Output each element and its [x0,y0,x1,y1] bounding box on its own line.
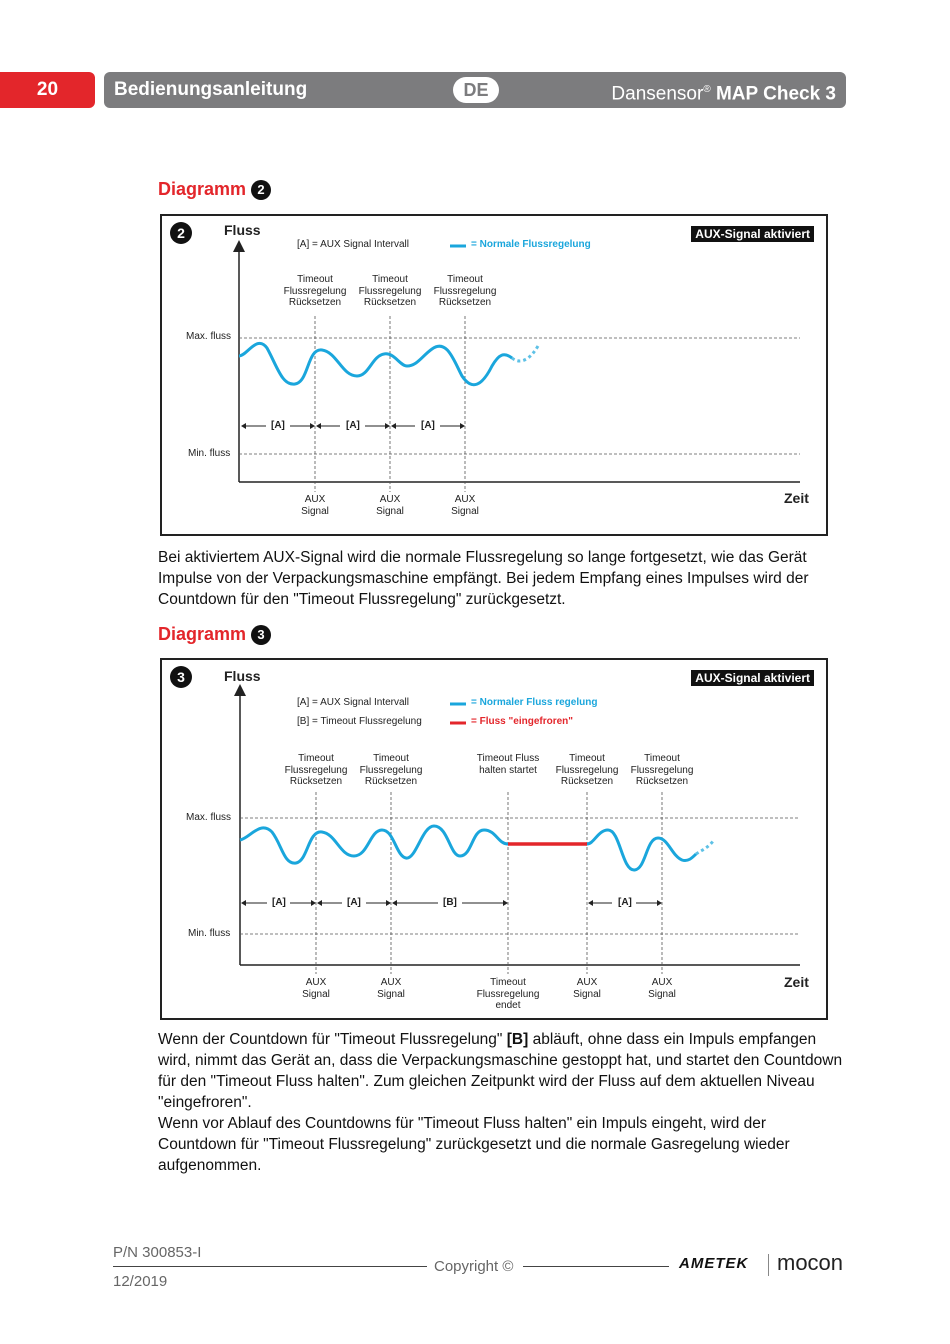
header-bar: Bedienungsanleitung DE Dansensor® MAP Ch… [104,72,846,108]
x-axis-label: Zeit [784,974,809,990]
bottom-label: AUX Signal [573,977,601,1000]
legend-blue: = Normaler Fluss regelung [471,697,598,708]
max-label: Max. fluss [186,812,232,823]
legend-a: [A] = AUX Signal Intervall [297,697,410,708]
flow-curve-continuation [695,839,716,856]
flow-curve [586,828,698,872]
interval-label: [A] [347,897,361,908]
revision-date: 12/2019 [113,1273,168,1290]
top-label: Timeout Flussregelung Rücksetzen [359,753,423,787]
product-brand: Dansensor [611,83,704,105]
paragraph-aux-active: Bei aktiviertem AUX-Signal wird die norm… [158,549,809,608]
min-label: Min. fluss [188,448,231,459]
diagram2-frame-badge: 2 [170,222,192,244]
part-number: P/N 300853-I [113,1244,202,1261]
bottom-label: AUX Signal [648,977,676,1000]
copyright: Copyright © [434,1258,514,1275]
manual-title: Bedienungsanleitung [114,79,308,100]
top-label: Timeout Flussregelung Rücksetzen [284,753,348,787]
timeout-reset-label: Timeout Flussregelung Rücksetzen [283,274,347,308]
diagram3-svg [234,684,800,974]
interval-label: [A] [346,420,360,431]
diagram3-frame: 3 AUX-Signal aktiviert Fluss Zeit [A] = … [160,658,828,1020]
diagram2-title: Diagramm [158,179,247,199]
aux-signal-label: AUX Signal [376,494,404,517]
aux-signal-label: AUX Signal [301,494,329,517]
bottom-label: AUX Signal [302,977,330,1000]
diagram2-frame: 2 AUX-Signal aktiviert Fluss Zeit [A] = … [160,214,828,536]
x-axis-label: Zeit [784,490,809,506]
top-label: Timeout Flussregelung Rücksetzen [555,753,619,787]
flow-curve-continuation [511,345,540,363]
legend-red: = Fluss "eingefroren" [471,716,574,727]
product-title: Dansensor® MAP Check 3 [611,72,836,112]
interval-label: [A] [618,897,632,908]
flow-curve [238,341,513,387]
top-label: Timeout Fluss halten startet [476,753,540,776]
footer-rule [523,1266,669,1267]
y-axis-label: Fluss [224,668,261,684]
paragraph-bold: [B] [506,1031,529,1048]
logo-divider [768,1254,769,1276]
registered-mark: ® [703,84,711,95]
interval-label: [A] [421,420,435,431]
diagram3-badge: 3 [251,624,272,645]
product-name: MAP Check 3 [715,83,836,105]
footer-rule [113,1266,427,1267]
paragraph-text: Wenn vor Ablauf des Countdowns für "Time… [158,1115,790,1174]
legend-a: [A] = AUX Signal Intervall [297,239,410,250]
aux-activated-tag: AUX-Signal aktiviert [691,226,814,242]
ametek-logo: AMETEK [679,1255,749,1272]
mocon-logo: mocon [777,1250,844,1275]
flow-curve [239,824,509,865]
interval-label: [A] [272,897,286,908]
diagram3-heading: Diagramm 3 [158,624,272,645]
y-axis-label: Fluss [224,222,261,238]
legend-b: [B] = Timeout Flussregelung [297,716,422,727]
aux-activated-tag: AUX-Signal aktiviert [691,670,814,686]
legend-blue: = Normale Flussregelung [471,239,591,250]
max-label: Max. fluss [186,331,232,342]
diagram2-badge: 2 [251,179,272,200]
paragraph-text: abläuft, ohne dass ein Impuls empfangen … [158,1031,843,1111]
top-label: Timeout Flussregelung Rücksetzen [630,753,694,787]
page-number: 20 [0,72,95,108]
timeout-reset-label: Timeout Flussregelung Rücksetzen [358,274,422,308]
language-badge: DE [453,77,499,103]
diagram2-svg [233,240,800,492]
diagram3-title: Diagramm [158,624,247,644]
bottom-label: Timeout Flussregelung endet [476,977,540,1011]
timeout-reset-label: Timeout Flussregelung Rücksetzen [433,274,497,308]
aux-signal-label: AUX Signal [451,494,479,517]
paragraph-text: Wenn der Countdown für "Timeout Flussreg… [158,1031,507,1048]
interval-label: [A] [271,420,285,431]
diagram3-frame-badge: 3 [170,666,192,688]
min-label: Min. fluss [188,928,231,939]
diagram2-heading: Diagramm 2 [158,179,272,200]
bottom-label: AUX Signal [377,977,405,1000]
paragraph-timeout: Wenn der Countdown für "Timeout Flussreg… [158,1029,848,1176]
interval-label: [B] [443,897,457,908]
